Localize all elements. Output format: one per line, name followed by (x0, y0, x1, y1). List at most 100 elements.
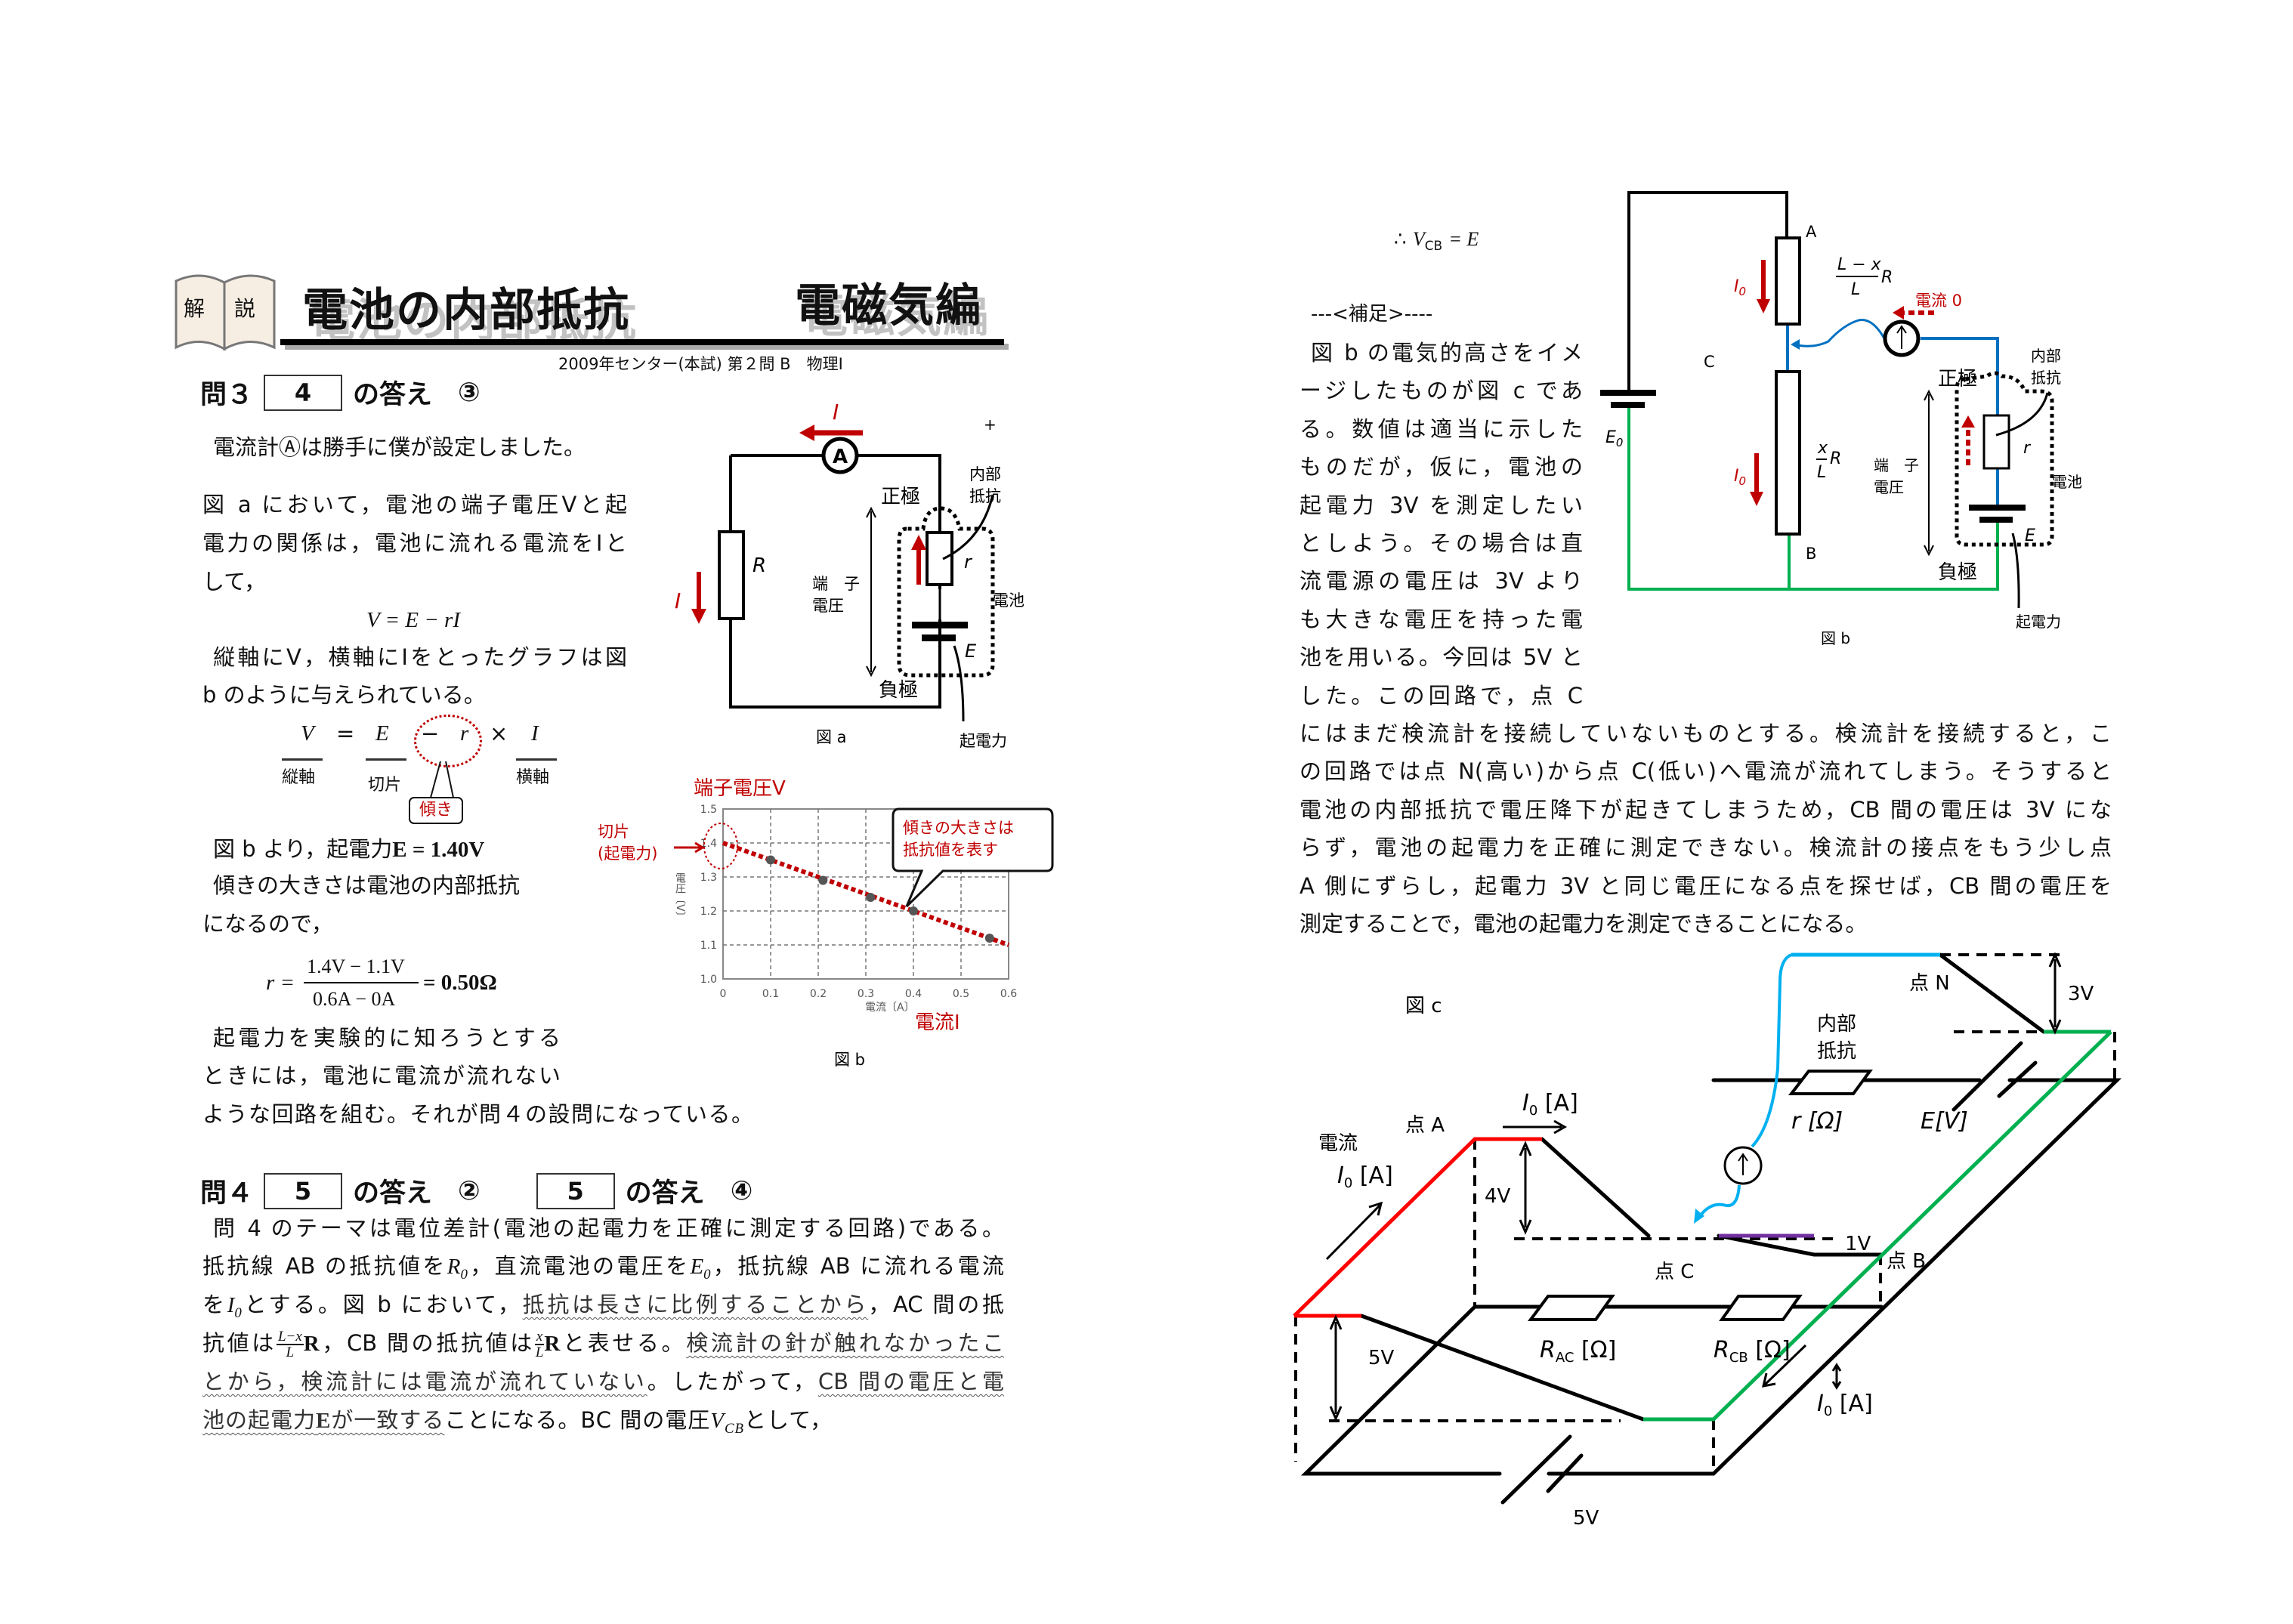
page-title: 電池の内部抵抗 (302, 284, 630, 337)
zero-current-label: 電流 0 (1915, 292, 1962, 310)
supplement-line: 測定することで，電池の起電力を測定できることになる。 (1299, 911, 1868, 937)
math: VCB (710, 1409, 745, 1437)
galvanometer-icon (1883, 320, 1921, 357)
source-5V-label: 5V (1573, 1507, 1599, 1530)
math: R0 (447, 1255, 468, 1283)
left-p2-line: 図 a において，電池の端子電圧Vと起 (202, 492, 627, 517)
math: V (1412, 228, 1425, 250)
supplement-line: ものだが，仮に，電池の (1299, 454, 1583, 480)
emphasis-text: CB 間の電圧と電 (817, 1369, 1004, 1394)
chart-title: 端子電圧V (694, 777, 786, 800)
supplement-line: 池を用いる。今回は 5V と (1299, 644, 1583, 671)
eq2-underline (366, 758, 406, 761)
terminal-voltage-label: 端 子 (812, 575, 860, 593)
current-arrow-icon (1503, 1119, 1568, 1135)
left-p2-line: 電力の関係は，電池に流れる電流をIと (202, 530, 627, 556)
figure-caption: 図 b (834, 1051, 865, 1069)
base-edge (1300, 1078, 2122, 1476)
x-tick-label: 0.1 (762, 988, 779, 1000)
voltage-5V-label: 5V (1368, 1347, 1395, 1369)
slope-circle (414, 715, 482, 767)
p4-text: 図 b より，起電力 (213, 836, 393, 862)
eq2-label: 縦軸 (282, 768, 316, 787)
battery-dotted-outline (1955, 371, 2054, 547)
left-p6-line: ような回路を組む。それが問４の設問になっている。 (202, 1101, 755, 1127)
battery-plate (1500, 1434, 1584, 1505)
eq2-term: = (336, 721, 355, 746)
y-tick-label: 1.5 (700, 804, 717, 816)
text: と表せる。 (560, 1330, 687, 1356)
x-tick-label: 0.6 (1000, 988, 1017, 1000)
text: ，AC 間の抵 (868, 1292, 1004, 1317)
voltage-arrow-4V (1519, 1141, 1532, 1235)
current-label: 電流 (1318, 1132, 1358, 1155)
supplement-heading: ---<補足>---- (1311, 303, 1433, 326)
slope-label: 傾き (409, 797, 464, 824)
data-point (984, 934, 994, 943)
resistor-label: R (752, 554, 766, 577)
eq2-term: I (531, 721, 539, 746)
text: を (202, 1292, 227, 1317)
math: I0 (227, 1293, 242, 1321)
I0-label: I0 [A] (1337, 1162, 1393, 1191)
eq2-term: V (301, 721, 314, 746)
q3-heading: 問３ 4 の答え ③ (200, 373, 481, 412)
internal-resistor (1982, 414, 2010, 470)
text: ，抵抗線 AB に流れる電流 (710, 1253, 1005, 1279)
current-label: I (833, 400, 839, 425)
emf-label: 起電力 (960, 732, 1007, 750)
left-p1: 電流計Ⓐは勝手に僕が設定しました。 (213, 434, 586, 460)
title-underline (280, 339, 1004, 345)
equation-1: V = E − rI (366, 608, 460, 632)
voltage-arrow-1V (1831, 1363, 1842, 1390)
x-tick-label: 0.5 (953, 988, 969, 1000)
RCB-label: RCB [Ω] (1714, 1337, 1791, 1366)
y-tick-label: 1.4 (700, 838, 717, 850)
x-tick-label: 0.3 (858, 988, 874, 1000)
y-tick-label: 1.1 (700, 940, 717, 952)
q4-answer: ④ (730, 1175, 753, 1206)
text: として， (744, 1407, 833, 1433)
left-p5-line: 傾きの大きさは電池の内部抵抗 (213, 872, 521, 898)
positive-terminal-label: 正極 (1938, 368, 1977, 391)
x-annotation: 電流I (915, 1011, 960, 1034)
badge-char: 解 (184, 296, 206, 321)
point-N-label: 点 N (1909, 972, 1950, 995)
q4-heading: 問４ 5 の答え ② 5 の答え ④ (200, 1172, 752, 1210)
voltage-1V-label: 1V (1845, 1233, 1871, 1255)
internal-resistance-label: 内部 (2031, 347, 2061, 365)
potential-line (1540, 1137, 1884, 1257)
vcb-equation: ∴ VCB = E (1394, 226, 1479, 259)
q3-answer-label: の答え (353, 380, 433, 410)
category-title: 電磁気編 (795, 279, 982, 332)
eq2-underline (516, 758, 557, 761)
battery-E0-plate (1600, 390, 1656, 396)
probe-wire (1793, 319, 1886, 347)
wire (729, 454, 941, 709)
voltage-3V-label: 3V (2068, 983, 2094, 1005)
current-arrow-icon (1325, 1201, 1383, 1261)
internal-resistance-label: 内部 (969, 465, 1001, 483)
internal-resistance-label: 抵抗 (2031, 369, 2061, 387)
book-icon: 解 説 (170, 266, 280, 354)
left-p4: 図 b より，起電力E = 1.40V (213, 835, 484, 863)
point-A-label: 点 A (1405, 1114, 1445, 1137)
r-label: r (964, 551, 973, 573)
supplement-line: 起電力 3V を測定したい (1299, 492, 1583, 518)
fit-line (722, 841, 1010, 947)
eq3-lhs: r = (266, 971, 295, 995)
battery-plate (922, 634, 956, 641)
resistor-CB (1775, 370, 1801, 536)
eq3-denominator: 0.6A − 0A (313, 988, 396, 1010)
negative-terminal-label: 負極 (879, 679, 918, 702)
slope-callout (892, 807, 1054, 908)
y-axis-label: 電圧〔V〕 (674, 872, 686, 922)
resistance-label: R (1830, 449, 1841, 468)
red-potential-line (1293, 1137, 1542, 1318)
x-axis-label: 電流〔A〕 (865, 1002, 915, 1014)
left-p5-line: になるので， (202, 911, 333, 937)
negative-terminal-label: 負極 (1938, 561, 1977, 584)
emphasis-text: とから，検流計には電流が流れていない (202, 1369, 647, 1394)
E-label: E[V] (1921, 1108, 1968, 1135)
